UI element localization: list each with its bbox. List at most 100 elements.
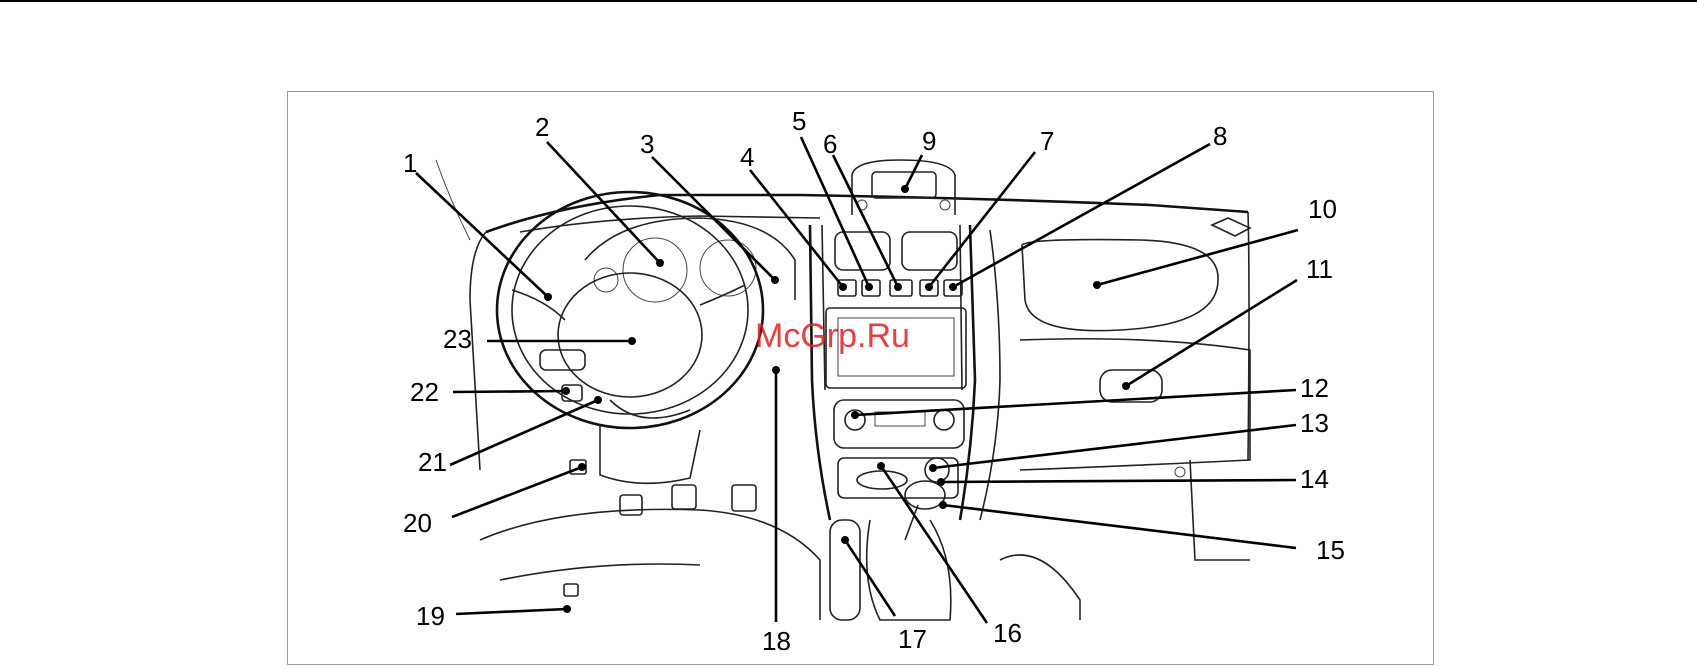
dot-2 (656, 259, 664, 267)
dot-5 (865, 283, 873, 291)
pedal-brake (672, 485, 696, 509)
leader-21 (450, 400, 598, 465)
seat-cushion (500, 564, 700, 580)
cigarette-lighter (925, 458, 949, 482)
console-left-inner (822, 225, 825, 390)
tachometer (700, 240, 756, 296)
dot-18 (772, 366, 780, 374)
ashtray-cup (857, 471, 907, 489)
wheel-spoke-right (700, 285, 745, 305)
parking-brake-handle (830, 520, 860, 620)
leader-2 (547, 142, 660, 263)
dot-14 (937, 478, 945, 486)
callout-11: 11 (1306, 254, 1333, 284)
steering-wheel-inner (512, 206, 748, 414)
leader-19 (456, 609, 567, 614)
cluster-hood (585, 218, 795, 300)
seat-lever (564, 584, 578, 596)
leader-15 (943, 505, 1296, 548)
dot-22 (562, 387, 570, 395)
callout-13: 13 (1300, 408, 1329, 438)
wheel-spoke-left (512, 290, 565, 320)
callout-7: 7 (1040, 126, 1054, 156)
climate-panel (834, 400, 964, 448)
dot-15 (939, 501, 947, 509)
callout-8: 8 (1213, 121, 1227, 151)
callout-10: 10 (1308, 194, 1337, 224)
leader-7 (929, 152, 1035, 287)
passenger-airbag-panel (1022, 240, 1218, 331)
dot-7 (925, 283, 933, 291)
leader-6 (833, 155, 898, 287)
leader-20 (452, 467, 582, 517)
wheel-spoke-bottom (610, 400, 690, 418)
right-door-edge (1248, 212, 1249, 460)
callout-9: 9 (922, 126, 936, 156)
dot-21 (594, 396, 602, 404)
passenger-dash-curve (980, 230, 1000, 520)
dot-20 (578, 463, 586, 471)
callout-5: 5 (792, 106, 806, 136)
climate-knob-right (934, 410, 954, 430)
dot-11 (1122, 382, 1130, 390)
dot-19 (563, 605, 571, 613)
dot-4 (839, 283, 847, 291)
center-vent-left (835, 232, 890, 270)
dot-10 (1093, 281, 1101, 289)
callout-12: 12 (1300, 373, 1329, 403)
leader-lines (416, 137, 1298, 623)
dot-9 (901, 185, 909, 193)
leader-11 (1126, 280, 1297, 386)
dot-3 (771, 276, 779, 284)
passenger-seat (1000, 555, 1080, 620)
watermark-text: McGrp.Ru (755, 317, 910, 355)
leader-10 (1097, 230, 1298, 285)
steering-column (600, 425, 700, 483)
callout-3: 3 (640, 129, 654, 159)
door-panel-right (1190, 460, 1250, 560)
speedometer (623, 238, 687, 302)
dot-1 (544, 293, 552, 301)
callout-4: 4 (740, 142, 754, 172)
leader-13 (933, 425, 1296, 468)
callout-18: 18 (762, 626, 791, 656)
windshield-left (470, 232, 486, 470)
clock-display (872, 172, 936, 198)
dot-16 (877, 462, 885, 470)
door-bolt (1175, 467, 1185, 477)
headlight-switch (540, 350, 585, 370)
dot-17 (841, 536, 849, 544)
callout-15: 15 (1316, 535, 1345, 565)
leader-17 (845, 540, 895, 616)
callout-22: 22 (410, 377, 439, 407)
dot-6 (894, 283, 902, 291)
callout-21: 21 (418, 447, 447, 477)
callout-dots (544, 185, 1130, 613)
callout-1: 1 (403, 148, 417, 178)
callout-6: 6 (823, 129, 837, 159)
center-vent-right (902, 232, 957, 270)
console-left (810, 225, 830, 520)
clock-button-right (940, 200, 950, 210)
callout-19: 19 (416, 601, 445, 631)
dot-8 (949, 283, 957, 291)
pedal-clutch (620, 495, 642, 515)
callout-16: 16 (993, 618, 1022, 648)
callout-14: 14 (1300, 464, 1329, 494)
gear-boot (867, 520, 951, 620)
callout-2: 2 (535, 112, 549, 142)
dot-12 (851, 411, 859, 419)
side-vent (1212, 218, 1250, 236)
callout-17: 17 (898, 624, 927, 654)
a-pillar-left (436, 160, 470, 240)
leader-14 (941, 480, 1296, 482)
leader-22 (453, 391, 566, 392)
steering-hub (558, 273, 702, 397)
pedal-accelerator (732, 485, 756, 511)
callout-20: 20 (403, 508, 432, 538)
leader-3 (652, 157, 775, 280)
dot-13 (929, 464, 937, 472)
leader-12 (855, 390, 1296, 415)
leader-16 (881, 466, 987, 623)
